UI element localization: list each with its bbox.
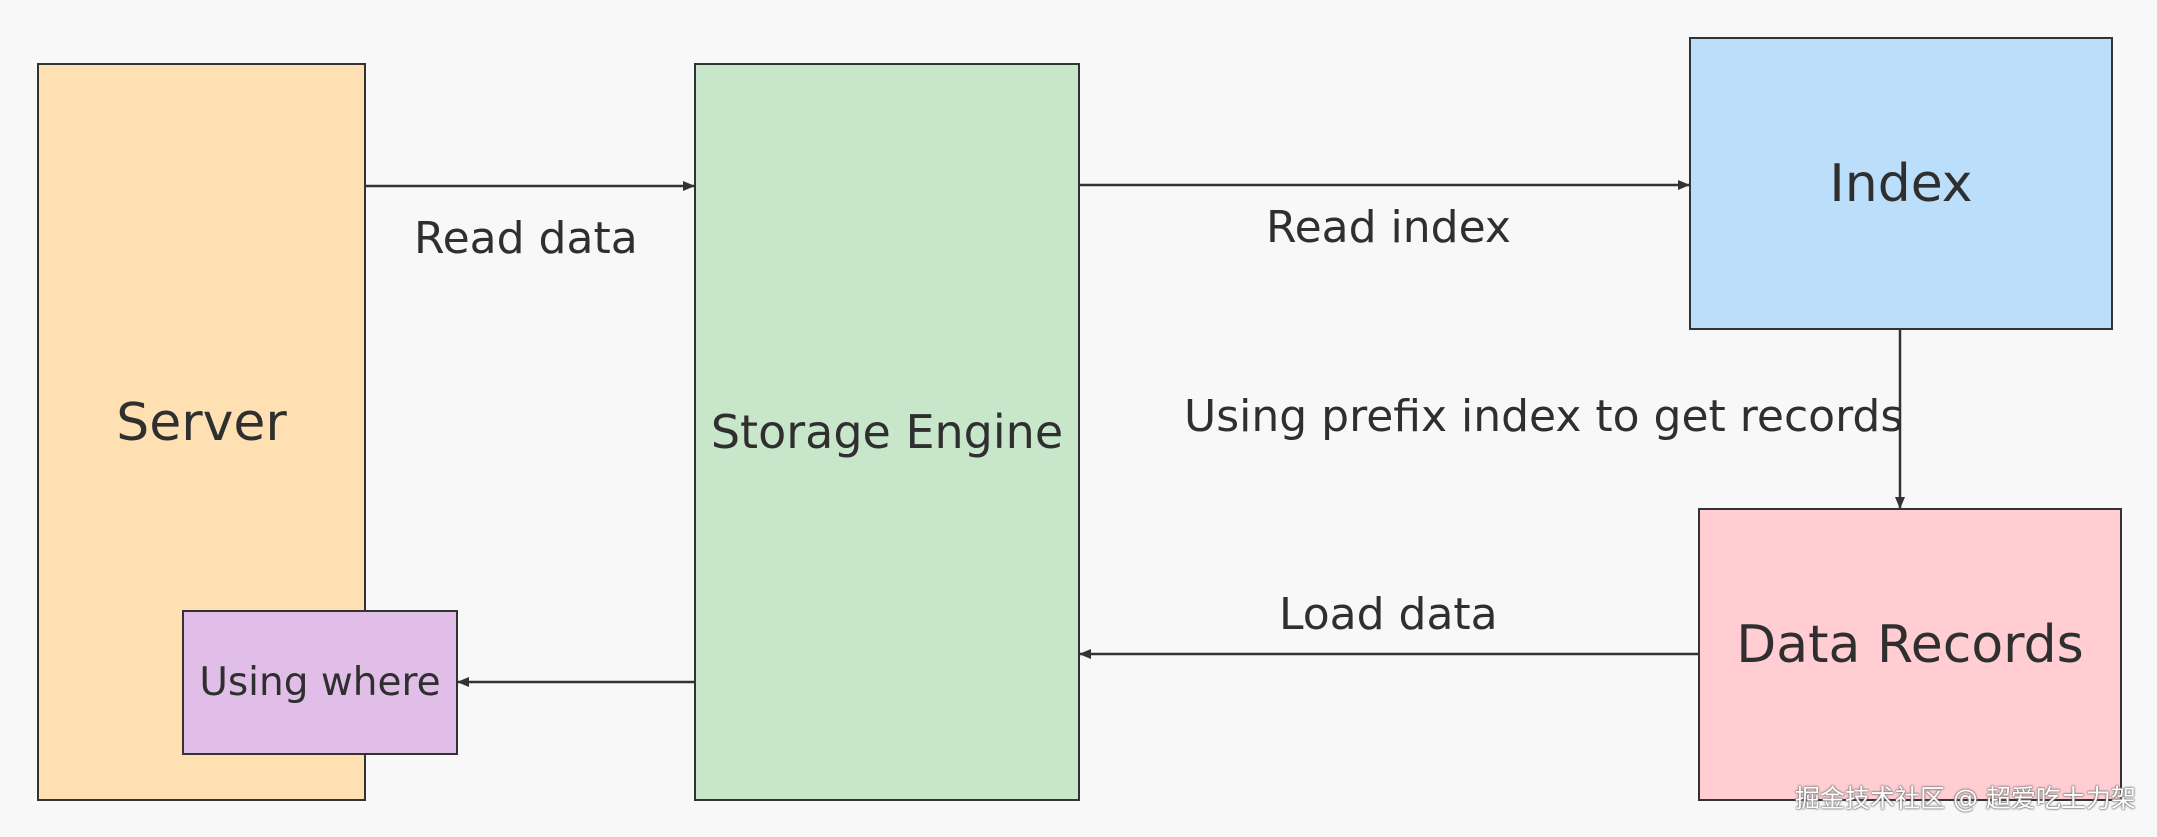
edge-label-prefix-index: Using prefix index to get records [1184, 391, 1904, 442]
storage-engine-label: Storage Engine [710, 405, 1064, 459]
data-records-label: Data Records [1736, 614, 2084, 675]
data-records-node: Data Records [1698, 508, 2122, 801]
index-node: Index [1689, 37, 2113, 330]
edge-label-load-data: Load data [1279, 589, 1498, 640]
edge-label-read-index: Read index [1266, 202, 1511, 253]
index-label: Index [1829, 153, 1973, 214]
storage-engine-node: Storage Engine [694, 63, 1080, 801]
using-where-label: Using where [199, 660, 441, 705]
server-label: Server [116, 393, 287, 453]
using-where-node: Using where [182, 610, 458, 755]
edge-label-read-data: Read data [414, 213, 638, 264]
watermark-text: 掘金技术社区 @ 超爱吃土力架 [1795, 784, 2136, 813]
